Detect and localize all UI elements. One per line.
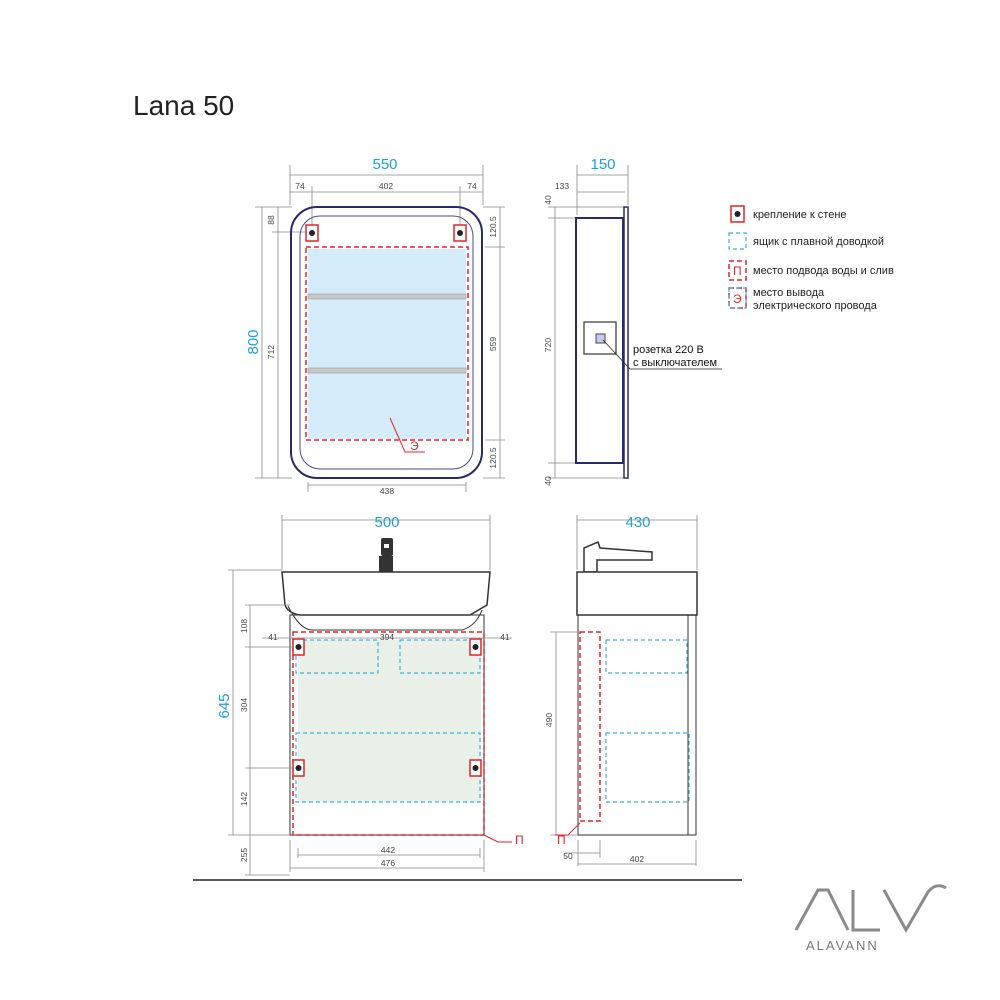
mirror-cabinet-outline	[290, 206, 483, 479]
vanity-left-offset: 41	[268, 632, 278, 642]
socket-note-line2: с выключателем	[633, 357, 717, 369]
mirror-inner-height: 712	[266, 345, 276, 359]
legend-water-mark: П	[733, 264, 742, 278]
mirror-width-label: 550	[372, 156, 397, 173]
legend: крепление к стене ящик с плавной доводко…	[728, 205, 894, 312]
mirror-side-body	[575, 217, 624, 464]
vanity-lower: 142	[239, 792, 249, 806]
vanity-water-mark: П	[515, 833, 524, 847]
glass-shelf-lower	[307, 367, 467, 374]
vanity-top-offset: 108	[239, 619, 249, 633]
mirror-side-panel	[623, 206, 629, 479]
mirror-front-view: 550 74 402 74 800 88 712 120.5 559 120.5	[245, 156, 505, 496]
vanity-floor: 255	[239, 848, 249, 862]
mirror-side-bottom: 40	[543, 476, 553, 486]
drawer-side-lower	[605, 732, 690, 803]
mirror-side-height: 720	[543, 338, 553, 352]
mirror-bottom-right: 120.5	[488, 447, 498, 469]
glass-shelf-upper	[307, 293, 467, 300]
legend-label-drawer: ящик с плавной доводкой	[753, 236, 884, 248]
legend-label-water: место подвода воды и слив	[753, 265, 894, 277]
electric-outlet-icon	[595, 333, 606, 344]
legend-label-electric-1: место вывода	[753, 287, 825, 299]
mirror-side-view: 150 133 40 720 40 розетка 220 В с выключ…	[543, 156, 722, 486]
electric-mark: Э	[410, 439, 419, 453]
vanity-width-label: 500	[374, 514, 399, 531]
logo-wordmark: ALAVANN	[806, 938, 879, 953]
brand-logo: ALAVANN	[794, 884, 947, 953]
mirror-shelf-height: 559	[488, 337, 498, 351]
mirror-side-top: 40	[543, 195, 553, 205]
mirror-inner-width: 402	[379, 181, 393, 191]
socket-note-line1: розетка 220 В	[633, 344, 704, 356]
mirror-depth-label: 150	[590, 156, 615, 173]
vanity-height-label: 645	[216, 693, 233, 718]
legend-label-wall-mount: крепление к стене	[753, 209, 847, 221]
drawer-upper-left	[295, 639, 379, 674]
mirror-top-right: 120.5	[488, 216, 498, 238]
washbasin	[281, 571, 491, 616]
legend-electric-mark: Э	[733, 292, 742, 306]
mirror-left-offset: 74	[295, 181, 305, 191]
vanity-inner-width: 394	[380, 632, 394, 642]
vanity-middle: 304	[239, 698, 249, 712]
vanity-right-offset: 41	[500, 632, 510, 642]
mirror-right-offset: 74	[467, 181, 477, 191]
mirror-top-offset: 88	[266, 215, 276, 225]
mirror-side-offset: 133	[555, 181, 569, 191]
mirror-height-label: 800	[245, 329, 262, 354]
legend-water-supply-icon	[728, 260, 747, 281]
mirror-glass	[308, 249, 466, 439]
page-title: Lana 50	[133, 90, 234, 121]
vanity-side-bottom-width: 402	[630, 854, 644, 864]
vanity-storage-zone	[298, 640, 481, 802]
vanity-inner-bottom: 442	[381, 845, 395, 855]
vanity-side-view: 430 490 П 50 402	[544, 514, 698, 866]
drawer-side-upper	[605, 639, 688, 674]
electric-zone-outline	[305, 246, 469, 441]
vanity-side-bottom-offset: 50	[563, 851, 573, 861]
water-zone-side	[579, 631, 601, 822]
vanity-outer-bottom: 476	[381, 858, 395, 868]
mirror-bottom-width: 438	[380, 486, 394, 496]
faucet-side-icon	[583, 540, 653, 573]
vanity-side-water-mark: П	[557, 833, 566, 847]
legend-soft-close-drawer-icon	[728, 232, 747, 250]
vanity-side-height: 490	[544, 713, 554, 727]
vanity-front-view: 500 41 394 41	[216, 514, 524, 876]
vanity-side-body	[577, 614, 697, 836]
legend-label-electric-2: электрического провода	[753, 300, 878, 312]
vanity-depth-label: 430	[625, 514, 650, 531]
washbasin-side	[576, 571, 698, 616]
